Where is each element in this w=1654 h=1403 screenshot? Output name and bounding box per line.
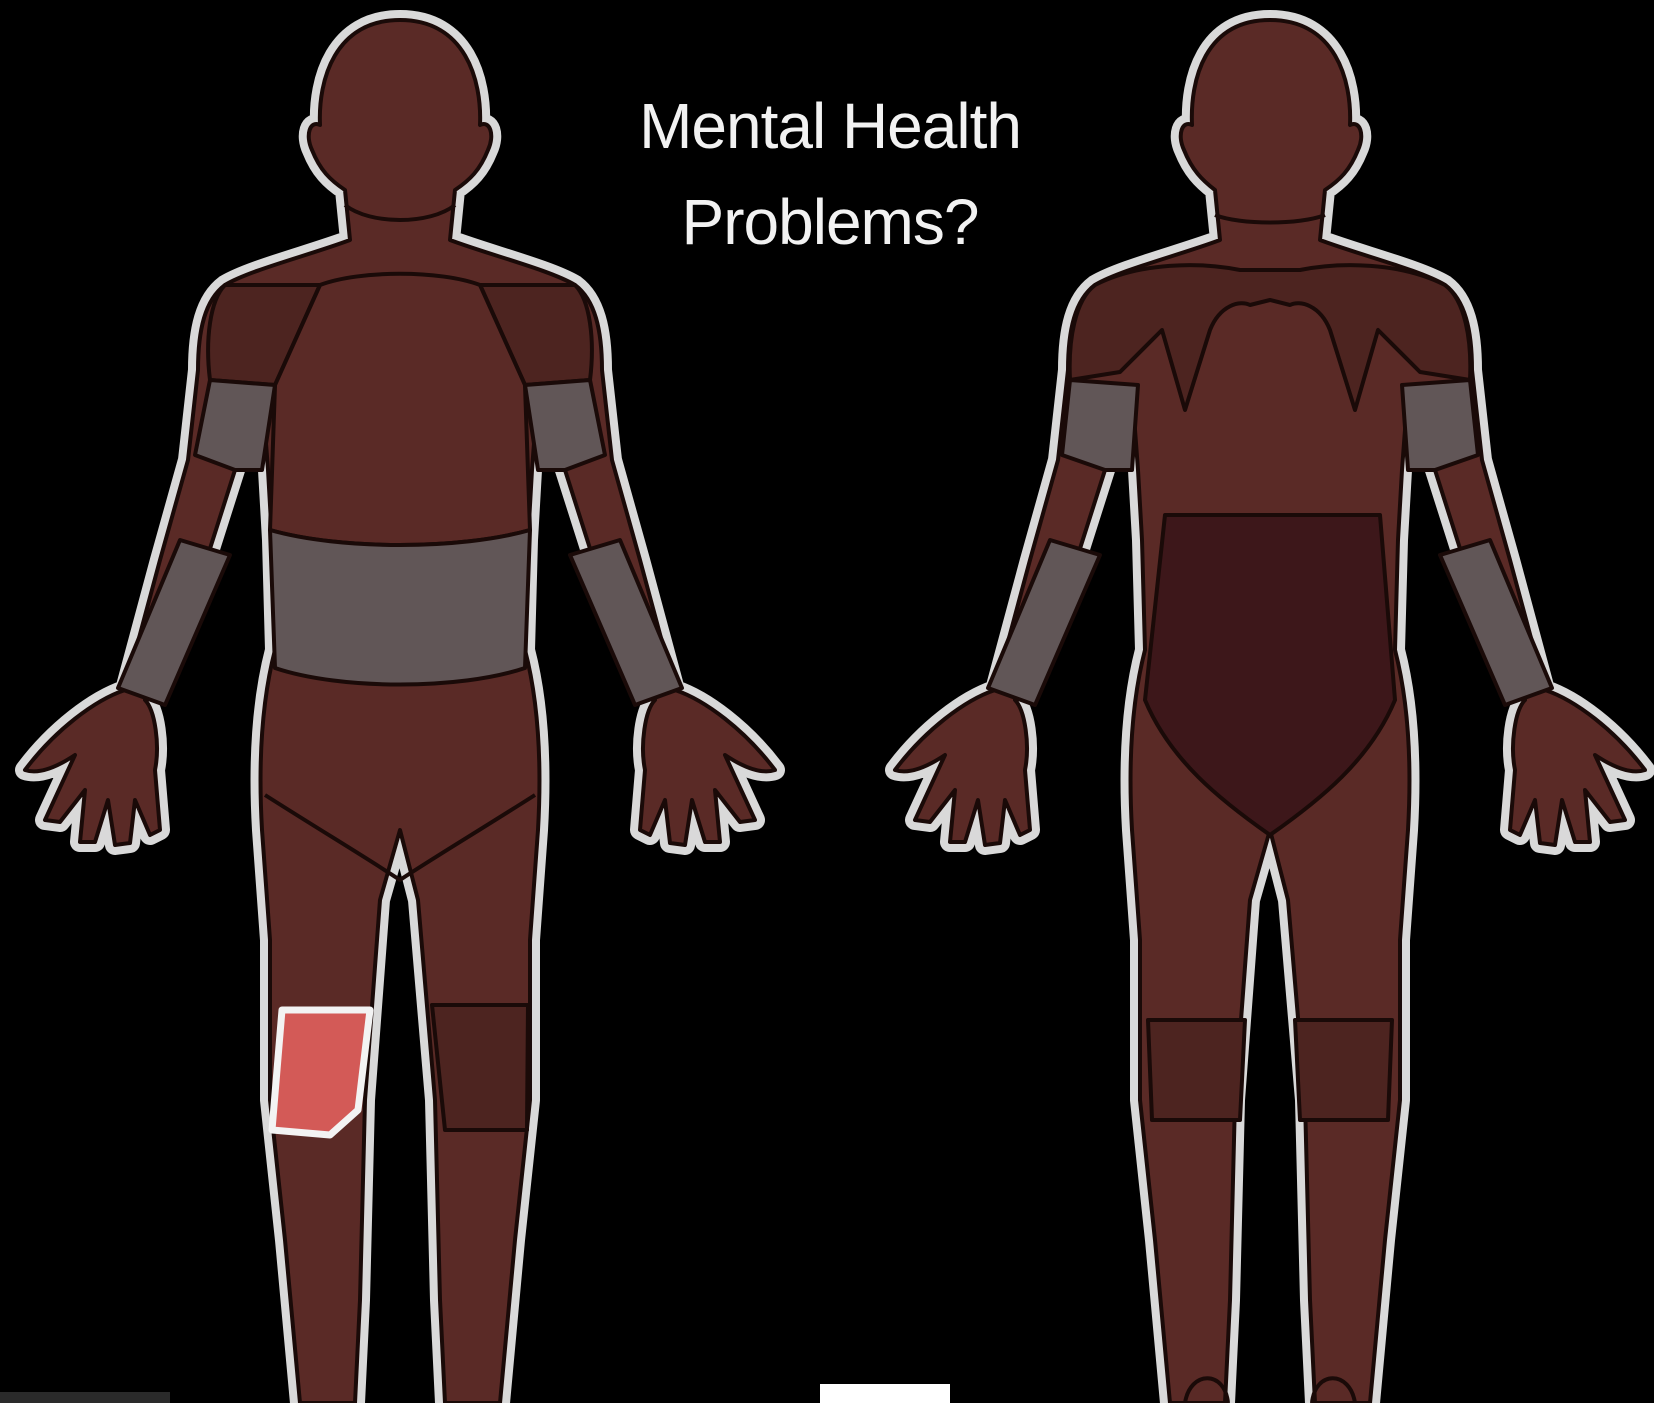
front-body [25,20,775,1403]
back-figure [895,20,1645,1403]
front-left-upper-arm [195,380,275,470]
front-chest [270,274,530,545]
front-right-knee-highlight [272,1010,370,1135]
front-figure [25,20,775,1403]
front-right-upper-arm [525,380,605,470]
front-abdomen [270,530,530,685]
bottom-left-artifact [0,1392,170,1403]
back-knee-region [1148,1020,1392,1120]
back-right-upper-arm [1402,380,1478,470]
front-left-knee [432,1005,528,1130]
bottom-center-artifact [820,1384,950,1403]
back-left-upper-arm [1062,380,1138,470]
